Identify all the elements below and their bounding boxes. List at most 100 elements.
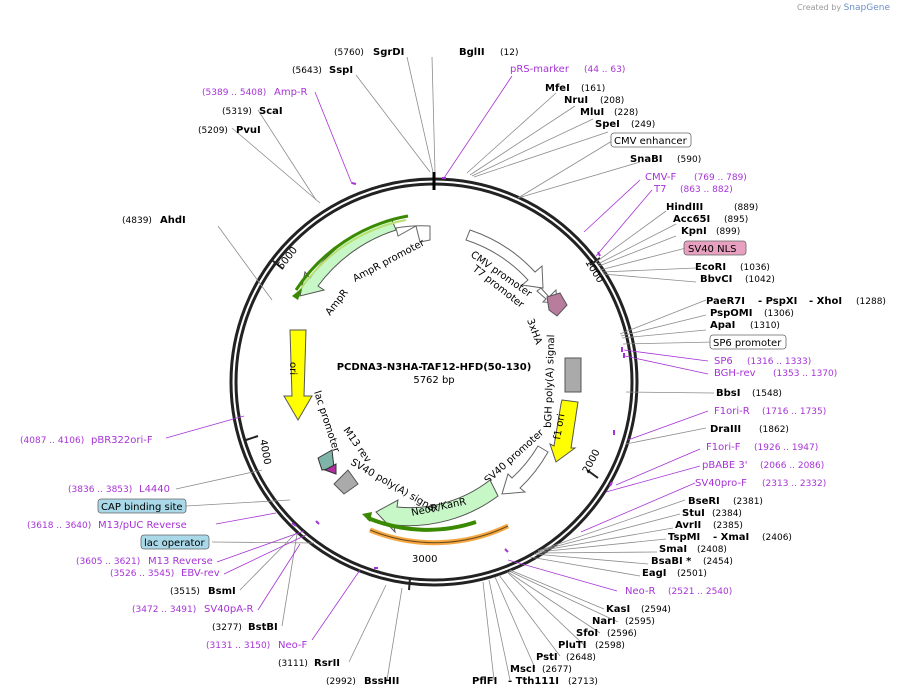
enzyme-acc65i[interactable]: Acc65I <box>673 214 710 225</box>
primer-m13-puc-reverse-range: (3618 .. 3640) <box>27 521 91 531</box>
enzyme-kpni[interactable]: KpnI <box>681 226 707 237</box>
enzyme-acc65i-pos: (895) <box>724 215 748 225</box>
enzyme-bglii[interactable]: BglII <box>459 47 485 58</box>
enzyme-nari[interactable]: NarI <box>592 616 616 627</box>
enzyme-apai[interactable]: ApaI <box>710 320 735 331</box>
f1-ori-label: f1 ori <box>552 413 567 441</box>
primer-amp-r-range: (5389 .. 5408) <box>202 88 266 98</box>
ori-feature[interactable] <box>283 329 313 421</box>
enzyme-bsshii[interactable]: BssHII <box>364 676 399 687</box>
enzyme-bsabi[interactable]: BsaBI * <box>651 556 692 567</box>
enzyme-scai-pos: (5319) <box>222 107 252 117</box>
primer-neo-r-range: (2521 .. 2540) <box>668 587 732 597</box>
cap-binding-site-label: CAP binding site <box>101 502 183 513</box>
neor-kanr-feature[interactable] <box>375 479 499 534</box>
3xha-feature[interactable] <box>546 292 568 317</box>
primer-bgh-rev[interactable]: BGH-rev <box>714 368 756 379</box>
cap-binding-site-box[interactable] <box>97 498 187 514</box>
tick-mark-5000 <box>272 260 284 270</box>
enzyme-bstbi[interactable]: BstBI <box>248 622 278 633</box>
primer-sv40pa-r[interactable]: SV40pA-R <box>204 604 253 615</box>
plasmid-size: 5762 bp <box>413 375 454 386</box>
m13-rev-feature[interactable] <box>323 463 337 475</box>
sp6-promoter-box[interactable] <box>709 334 787 350</box>
bgh-polya-feature[interactable] <box>564 357 582 393</box>
primer-m13-puc-reverse[interactable]: M13/pUC Reverse <box>98 520 187 531</box>
enzyme-pspomi[interactable]: PspOMI <box>710 308 752 319</box>
sv40-promoter-arrow[interactable] <box>501 445 549 495</box>
primer-sv40pa-r-range: (3472 .. 3491) <box>132 605 196 615</box>
primer-sv40pro-f[interactable]: SV40pro-F <box>695 478 747 489</box>
primer-prs-marker[interactable]: pRS-marker <box>510 64 570 75</box>
enzyme-sspi[interactable]: SspI <box>329 65 353 76</box>
enzyme-kasi[interactable]: KasI <box>606 604 630 615</box>
primer-cmv-f[interactable]: CMV-F <box>645 172 676 183</box>
tick-mark-1000 <box>589 257 601 266</box>
enzyme-spei[interactable]: SpeI <box>595 119 620 130</box>
primer-sp6[interactable]: SP6 <box>714 356 733 367</box>
primer-neo-r[interactable]: Neo-R <box>625 586 656 597</box>
enzyme-paer7i[interactable]: PaeR7I <box>706 296 745 307</box>
enzyme-psti-pos: (2648) <box>566 653 596 663</box>
enzyme-bsmi[interactable]: BsmI <box>208 586 236 597</box>
primer-cmv-f-range: (769 .. 789) <box>694 173 747 183</box>
enzyme-xhoi[interactable]: - XhoI <box>809 296 842 307</box>
primer-neo-f-range: (3131 .. 3150) <box>206 641 270 651</box>
primer-prs-marker-range: (44 .. 63) <box>584 65 625 75</box>
enzyme-pvui[interactable]: PvuI <box>236 125 261 136</box>
primer-pbr322ori-f[interactable]: pBR322ori-F <box>91 435 153 446</box>
cmv-promoter-arrow[interactable] <box>465 229 544 289</box>
enzyme-avrii[interactable]: AvrII <box>675 520 701 531</box>
primer-m13-reverse[interactable]: M13 Reverse <box>148 556 213 567</box>
primer-l4440[interactable]: L4440 <box>139 484 170 495</box>
enzyme-mlui[interactable]: MluI <box>580 107 604 118</box>
enzyme-sgrdi[interactable]: SgrDI <box>373 47 404 58</box>
primer-pbabe-3[interactable]: pBABE 3' <box>702 460 748 471</box>
cmv-enhancer-box[interactable] <box>610 132 692 148</box>
sv40-polya-feature[interactable] <box>333 469 359 495</box>
enzyme-eagi-pos: (2501) <box>677 569 707 579</box>
enzyme-nrui[interactable]: NruI <box>564 95 588 106</box>
enzyme-draiii[interactable]: DraIII <box>710 424 741 435</box>
lac-operator-box[interactable] <box>140 534 210 550</box>
enzyme-smai[interactable]: SmaI <box>659 544 687 555</box>
ampr-promoter-arrow[interactable] <box>395 225 431 243</box>
enzyme-mfei[interactable]: MfeI <box>545 83 570 94</box>
enzyme-bbsi[interactable]: BbsI <box>716 388 740 399</box>
enzyme-eagi[interactable]: EagI <box>642 568 666 579</box>
enzyme-pvui-pos: (5209) <box>198 126 228 136</box>
lac-promoter-label: lac promoter <box>311 390 342 455</box>
enzyme-xmai[interactable]: - XmaI <box>713 532 749 543</box>
primer-f1ori-r[interactable]: F1ori-R <box>714 406 750 417</box>
enzyme-bbvci[interactable]: BbvCI <box>700 274 732 285</box>
enzyme-stui[interactable]: StuI <box>682 508 705 519</box>
ampr-label: AmpR <box>324 287 351 317</box>
ampr-orf-arc-light <box>299 219 407 291</box>
enzyme-msci[interactable]: MscI <box>510 664 536 675</box>
enzyme-bseri[interactable]: BseRI <box>688 496 720 507</box>
enzyme-snabi[interactable]: SnaBI <box>630 154 662 165</box>
primer-t7[interactable]: T7 <box>653 184 666 195</box>
primer-f1ori-f[interactable]: F1ori-F <box>706 442 741 453</box>
enzyme-hindiii[interactable]: HindIII <box>666 202 703 213</box>
enzyme-tth111i[interactable]: - Tth111I <box>508 676 559 687</box>
enzyme-tspmi[interactable]: TspMI <box>668 532 700 543</box>
enzyme-xhoi-pos: (1288) <box>856 297 886 307</box>
enzyme-kpni-pos: (899) <box>716 227 740 237</box>
primer-neo-f[interactable]: Neo-F <box>278 640 308 651</box>
primer-ebv-rev[interactable]: EBV-rev <box>181 568 220 579</box>
primer-amp-r[interactable]: Amp-R <box>274 87 308 98</box>
f1-ori-feature[interactable] <box>549 399 579 463</box>
sv40-nls-box[interactable] <box>683 240 747 256</box>
enzyme-scai[interactable]: ScaI <box>259 106 283 117</box>
enzyme-pspxi[interactable]: - PspXI <box>758 296 797 307</box>
enzyme-sfoi[interactable]: SfoI <box>576 628 598 639</box>
enzyme-pflfi[interactable]: PflFI <box>472 676 497 687</box>
enzyme-psti[interactable]: PstI <box>536 652 558 663</box>
enzyme-ahdi[interactable]: AhdI <box>160 215 186 226</box>
enzyme-pluti[interactable]: PluTI <box>558 640 586 651</box>
enzyme-rsrii[interactable]: RsrII <box>314 658 340 669</box>
enzyme-nari-pos: (2595) <box>625 617 655 627</box>
enzyme-ecori[interactable]: EcoRI <box>695 262 726 273</box>
